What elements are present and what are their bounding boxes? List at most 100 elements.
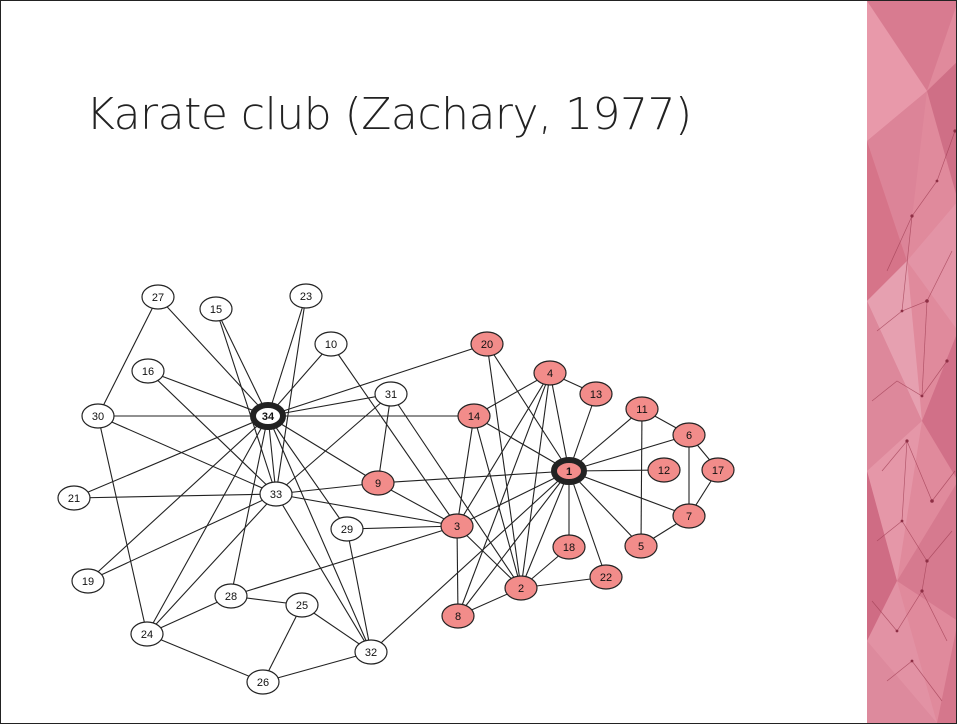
node-7: 7	[672, 503, 706, 529]
edge-2-3	[456, 525, 522, 589]
node-18: 18	[552, 534, 586, 560]
node-label-16: 16	[142, 366, 154, 378]
node-label-27: 27	[152, 292, 164, 304]
edge-21-34	[73, 415, 269, 499]
node-8: 8	[441, 603, 475, 629]
node-label-15: 15	[210, 304, 222, 316]
edge-2-31	[390, 393, 522, 589]
network-edges	[73, 295, 719, 683]
node-6: 6	[672, 422, 706, 448]
node-circle-31	[374, 381, 408, 407]
edge-23-34	[267, 295, 307, 417]
node-5: 5	[624, 533, 658, 559]
node-23: 23	[289, 283, 323, 309]
edge-29-34	[267, 415, 348, 530]
node-9: 9	[361, 470, 395, 496]
edge-2-14	[473, 415, 522, 589]
edge-1-5	[568, 470, 642, 547]
node-label-4: 4	[547, 368, 553, 380]
edge-24-26	[146, 633, 264, 683]
edge-27-30	[97, 296, 159, 417]
edge-3-10	[330, 343, 458, 527]
node-circle-34	[250, 402, 286, 430]
node-circle-21	[57, 485, 91, 511]
node-10: 10	[314, 331, 348, 357]
edge-1-2	[520, 470, 570, 589]
node-circle-28	[214, 583, 248, 609]
edge-1-4	[549, 372, 570, 472]
node-label-29: 29	[341, 524, 353, 536]
node-24: 24	[130, 621, 164, 647]
node-circle-2	[504, 575, 538, 601]
slide-title: Karate club (Zachary, 1977)	[86, 89, 692, 140]
node-circle-13	[579, 381, 613, 407]
node-32: 32	[354, 639, 388, 665]
node-29: 29	[330, 516, 364, 542]
node-label-28: 28	[225, 591, 237, 603]
node-label-1: 1	[566, 466, 572, 478]
edge-3-28	[230, 525, 458, 597]
edge-2-20	[486, 343, 522, 589]
node-25: 25	[285, 592, 319, 618]
node-circle-26	[246, 669, 280, 695]
node-33: 33	[259, 481, 293, 507]
node-16: 16	[131, 358, 165, 384]
node-label-10: 10	[325, 339, 337, 351]
node-circle-19	[71, 568, 105, 594]
node-label-30: 30	[92, 411, 104, 423]
node-label-17: 17	[712, 465, 724, 477]
node-circle-12	[647, 457, 681, 483]
node-circle-7	[672, 503, 706, 529]
node-circle-17	[701, 457, 735, 483]
node-label-6: 6	[686, 430, 692, 442]
edge-1-22	[568, 470, 607, 578]
node-label-18: 18	[563, 542, 575, 554]
node-label-3: 3	[454, 521, 460, 533]
node-22: 22	[589, 564, 623, 590]
node-label-8: 8	[455, 611, 461, 623]
node-label-2: 2	[518, 583, 524, 595]
edge-1-7	[568, 470, 690, 517]
edge-9-34	[267, 415, 379, 484]
node-3: 3	[440, 513, 474, 539]
edge-30-33	[97, 415, 277, 495]
node-label-32: 32	[365, 647, 377, 659]
edge-15-34	[215, 308, 269, 417]
node-label-26: 26	[257, 677, 269, 689]
edge-2-4	[520, 372, 551, 589]
edge-19-34	[87, 415, 269, 582]
node-20: 20	[470, 331, 504, 357]
edge-27-34	[157, 296, 269, 417]
edge-3-33	[275, 493, 458, 527]
node-label-34: 34	[262, 411, 275, 423]
edge-1-14	[473, 415, 570, 472]
node-circle-11	[625, 396, 659, 422]
edge-19-33	[87, 493, 277, 582]
karate-club-network-diagram: 1234567891011121314151617181920212223242…	[57, 283, 735, 695]
edge-1-3	[456, 470, 570, 527]
node-label-25: 25	[296, 600, 308, 612]
edge-4-8	[457, 372, 551, 617]
node-17: 17	[701, 457, 735, 483]
edge-3-4	[456, 372, 551, 527]
edge-25-26	[262, 604, 303, 683]
node-28: 28	[214, 583, 248, 609]
node-label-19: 19	[82, 576, 94, 588]
edge-21-33	[73, 493, 277, 499]
edge-24-30	[97, 415, 148, 635]
edge-3-8	[456, 525, 459, 617]
node-label-31: 31	[385, 389, 397, 401]
node-12: 12	[647, 457, 681, 483]
node-label-14: 14	[468, 411, 480, 423]
node-21: 21	[57, 485, 91, 511]
edge-5-11	[640, 408, 643, 547]
node-circle-24	[130, 621, 164, 647]
node-label-22: 22	[600, 572, 612, 584]
node-circle-3	[440, 513, 474, 539]
node-circle-29	[330, 516, 364, 542]
node-circle-25	[285, 592, 319, 618]
node-34: 34	[250, 402, 286, 430]
node-label-20: 20	[481, 339, 493, 351]
edge-9-33	[275, 482, 379, 495]
